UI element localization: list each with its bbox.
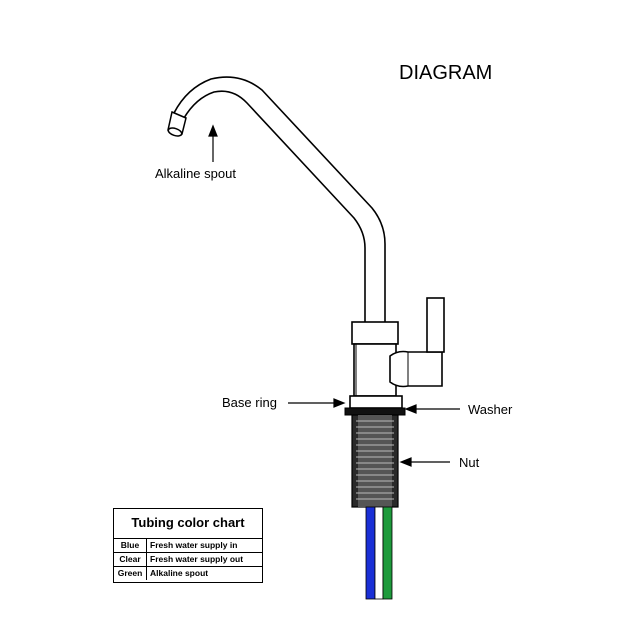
tube-use-cell: Fresh water supply out xyxy=(146,552,262,567)
table-row: Clear Fresh water supply out xyxy=(114,552,262,567)
label-washer: Washer xyxy=(468,402,513,417)
tube-blue xyxy=(365,506,376,600)
callout-arrows xyxy=(208,124,460,467)
lever-handle xyxy=(389,297,445,388)
tube-use-cell: Alkaline spout xyxy=(146,566,262,580)
label-base-ring: Base ring xyxy=(222,395,277,410)
tubing-chart-title: Tubing color chart xyxy=(131,515,245,530)
tubing xyxy=(365,506,393,600)
tube-color-cell: Blue xyxy=(114,538,147,553)
washer xyxy=(344,407,406,416)
tubing-chart-table: Blue Fresh water supply in Clear Fresh w… xyxy=(114,538,262,580)
label-nut: Nut xyxy=(459,455,480,470)
tube-green xyxy=(382,506,393,600)
table-row: Green Alkaline spout xyxy=(114,566,262,580)
tube-clear xyxy=(374,506,384,600)
spout-pipe xyxy=(173,76,386,322)
threaded-shank xyxy=(351,414,399,508)
table-row: Blue Fresh water supply in xyxy=(114,538,262,553)
base-ring xyxy=(349,395,403,409)
tube-color-cell: Clear xyxy=(114,552,147,567)
tubing-color-chart: Tubing color chart Blue Fresh water supp… xyxy=(113,508,263,583)
tube-use-cell: Fresh water supply in xyxy=(146,538,262,553)
label-alkaline-spout: Alkaline spout xyxy=(155,166,236,181)
spout-tip xyxy=(167,110,187,137)
tube-color-cell: Green xyxy=(114,566,147,580)
diagram-title: DIAGRAM xyxy=(399,62,493,84)
